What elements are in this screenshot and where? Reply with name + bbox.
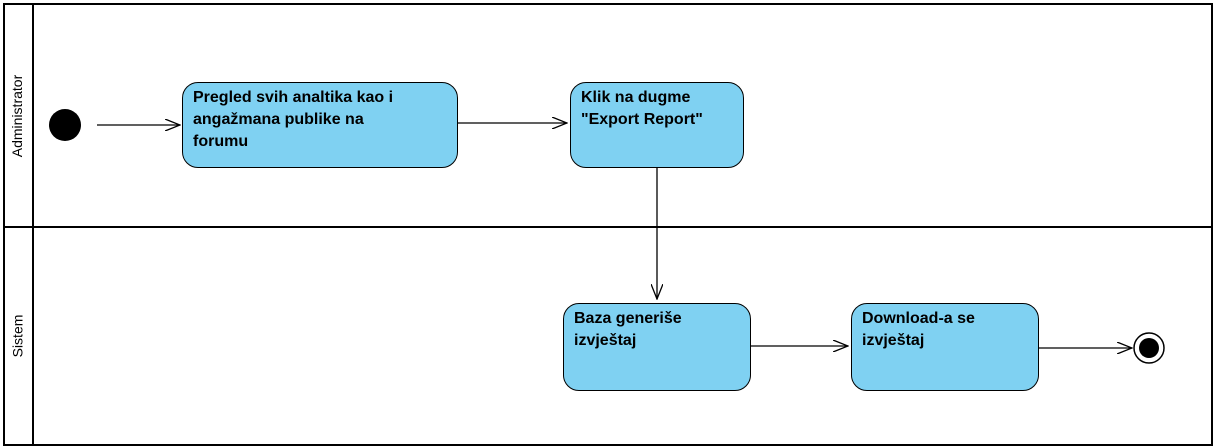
activity-klik-export-report[interactable]: Klik na dugme "Export Report": [570, 82, 744, 168]
activity-pregled-analitika[interactable]: Pregled svih analtika kao i angažmana pu…: [182, 82, 458, 168]
swimlane-frame: [3, 3, 1213, 446]
lane-label-sistem: Sistem: [9, 314, 26, 358]
activity-download-izvjestaj[interactable]: Download-a se izvještaj: [851, 303, 1039, 391]
start-node: [49, 109, 81, 141]
lane-label-administrator: Administrator: [9, 74, 25, 157]
end-node-inner: [1139, 338, 1159, 358]
activity-baza-generise-izvjestaj[interactable]: Baza generiše izvještaj: [563, 303, 751, 391]
